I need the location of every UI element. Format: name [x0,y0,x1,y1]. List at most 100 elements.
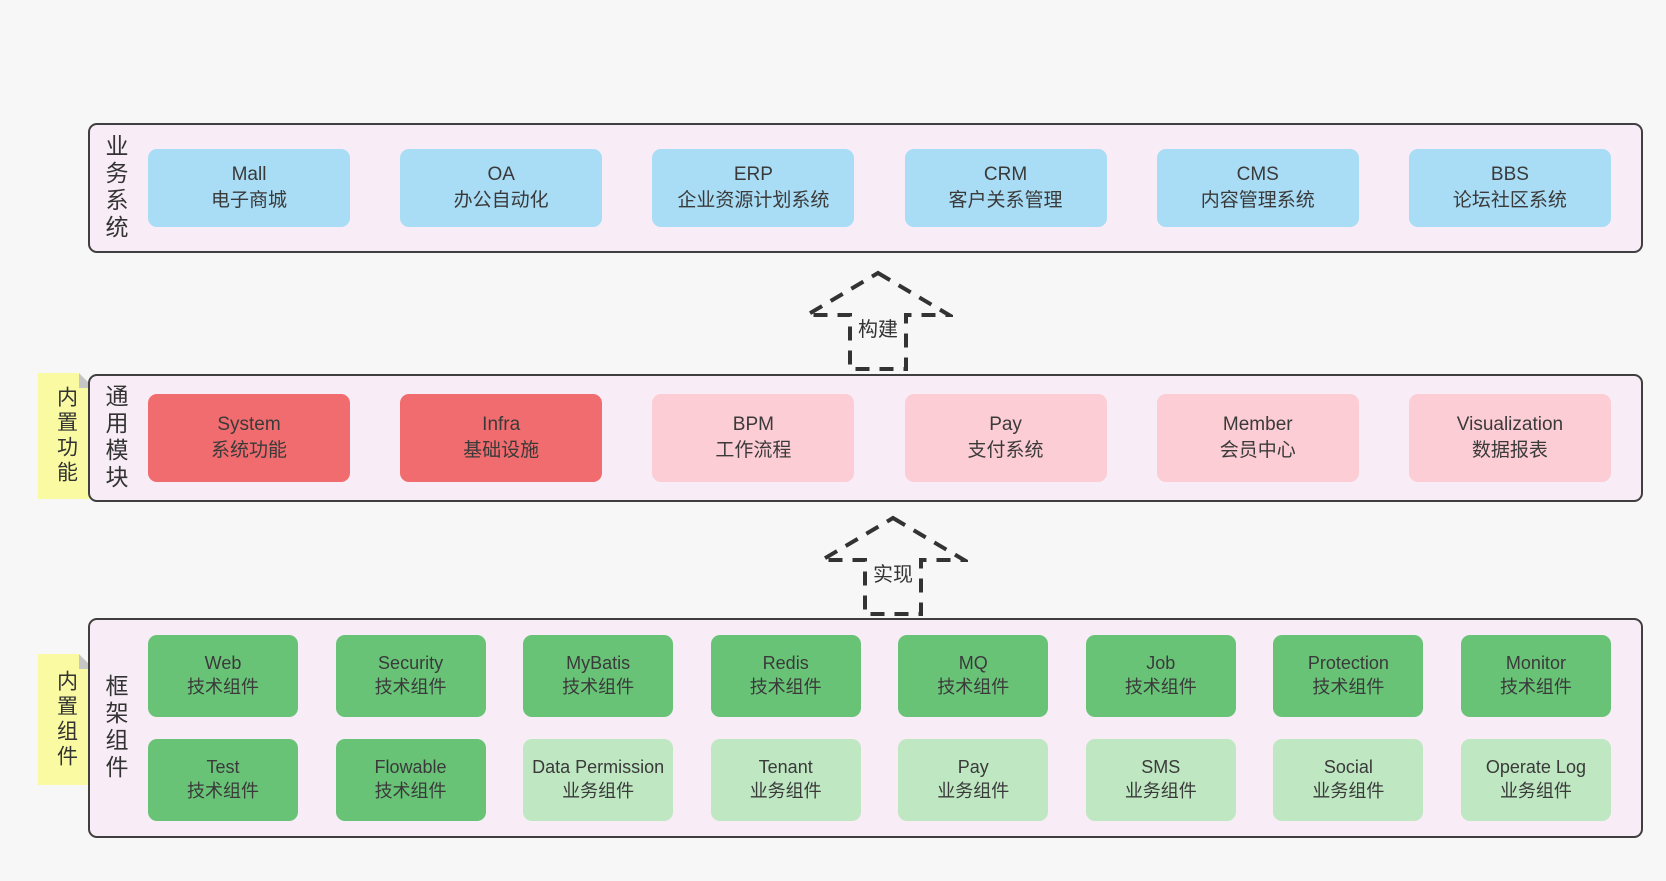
box-member: Member 会员中心 [1156,394,1359,482]
box-subtitle: 业务组件 [1499,781,1572,801]
box-system: System 系统功能 [148,394,350,482]
box-title: CMS [1236,163,1279,185]
box-title: Member [1222,413,1293,435]
box-title: Operate Log [1485,757,1586,778]
box-subtitle: 业务组件 [1124,781,1197,801]
box-cms: CMS 内容管理系统 [1156,149,1359,227]
note-label: 内置功能 [54,386,78,486]
business-box-row: Mall 电子商城 OA 办公自动化 ERP 企业资源计划系统 CRM 客户关系… [148,149,1611,227]
box-title: Web [204,653,242,674]
box-title: Pay [989,413,1022,435]
arrow-build: 构建 [803,269,953,373]
box-subtitle: 内容管理系统 [1200,190,1315,211]
box-subtitle: 办公自动化 [453,190,549,211]
box-visualization: Visualization 数据报表 [1408,394,1611,482]
box-security: Security 技术组件 [335,635,486,717]
box-title: ERP [733,163,773,185]
box-social: Social 业务组件 [1273,739,1424,821]
box-title: Mall [231,163,267,185]
box-title: MyBatis [566,653,631,674]
box-title: Flowable [374,757,447,778]
box-title: BBS [1490,163,1529,185]
box-subtitle: 技术组件 [1499,677,1572,697]
box-operate-log: Operate Log 业务组件 [1460,739,1611,821]
box-title: Security [378,653,444,674]
layer-label: 业务系统 [102,134,128,242]
box-data-permission: Data Permission 业务组件 [523,739,674,821]
box-title: Social [1323,757,1373,778]
box-flowable: Flowable 技术组件 [335,739,486,821]
box-infra: Infra 基础设施 [400,394,603,482]
box-subtitle: 基础设施 [463,440,540,461]
box-title: Pay [957,757,989,778]
box-subtitle: 业务组件 [749,781,822,801]
layer-label: 通用模块 [102,384,128,492]
box-subtitle: 技术组件 [1312,677,1385,697]
box-subtitle: 技术组件 [374,677,447,697]
box-sms: SMS 业务组件 [1085,739,1236,821]
box-pay-module: Pay 支付系统 [904,394,1107,482]
note-built-in-features: 内置功能 [38,373,94,499]
box-mq: MQ 技术组件 [898,635,1049,717]
module-box-row: System 系统功能 Infra 基础设施 BPM 工作流程 Pay 支付系统… [148,394,1611,482]
box-subtitle: 客户关系管理 [948,190,1063,211]
box-title: Monitor [1505,653,1566,674]
box-subtitle: 企业资源计划系统 [677,190,830,211]
box-title: Data Permission [532,757,665,778]
box-mall: Mall 电子商城 [148,149,350,227]
note-fold-corner-icon [79,654,94,669]
up-arrow-icon [803,270,953,371]
box-subtitle: 业务组件 [562,781,635,801]
note-label: 内置组件 [54,669,78,770]
box-title: SMS [1141,757,1181,778]
box-title: Redis [762,653,809,674]
box-subtitle: 技术组件 [562,677,635,697]
box-subtitle: 电子商城 [210,190,287,211]
box-redis: Redis 技术组件 [710,635,861,717]
arrow-build-label: 构建 [854,313,902,342]
box-subtitle: 技术组件 [1124,677,1197,697]
box-oa: OA 办公自动化 [400,149,603,227]
box-title: MQ [958,653,988,674]
box-title: Visualization [1456,413,1564,435]
layer-framework-components: 内置组件 框架组件 Web 技术组件 Security 技术组件 MyBatis… [88,618,1643,838]
arrow-implement: 实现 [818,514,968,618]
box-subtitle: 系统功能 [210,440,287,461]
box-test: Test 技术组件 [148,739,298,821]
box-erp: ERP 企业资源计划系统 [652,149,855,227]
box-subtitle: 业务组件 [1312,781,1385,801]
box-subtitle: 支付系统 [967,440,1044,461]
box-title: OA [487,163,515,185]
up-arrow-icon [818,515,968,616]
box-title: Infra [482,413,521,435]
box-subtitle: 业务组件 [937,781,1010,801]
box-crm: CRM 客户关系管理 [904,149,1107,227]
box-title: CRM [983,163,1028,185]
box-bbs: BBS 论坛社区系统 [1408,149,1611,227]
box-subtitle: 会员中心 [1219,440,1296,461]
box-subtitle: 技术组件 [187,677,259,697]
box-subtitle: 数据报表 [1471,440,1548,461]
box-tenant: Tenant 业务组件 [710,739,861,821]
layer-common-modules: 内置功能 通用模块 System 系统功能 Infra 基础设施 BPM 工作流… [88,374,1643,502]
box-job: Job 技术组件 [1085,635,1236,717]
box-title: Tenant [758,757,813,778]
box-subtitle: 技术组件 [374,781,447,801]
component-row-1: Web 技术组件 Security 技术组件 MyBatis 技术组件 Redi… [148,635,1611,717]
box-mybatis: MyBatis 技术组件 [523,635,674,717]
box-subtitle: 工作流程 [715,440,792,461]
box-title: Test [206,757,240,778]
box-title: Protection [1307,653,1389,674]
box-subtitle: 技术组件 [937,677,1010,697]
component-row-2: Test 技术组件 Flowable 技术组件 Data Permission … [148,739,1611,821]
box-title: System [217,413,281,435]
box-title: BPM [732,413,774,435]
layer-business-systems: 业务系统 Mall 电子商城 OA 办公自动化 ERP 企业资源计划系统 CRM… [88,123,1643,253]
note-fold-corner-icon [79,373,94,388]
layer-label: 框架组件 [102,674,128,782]
box-subtitle: 论坛社区系统 [1452,190,1567,211]
box-protection: Protection 技术组件 [1273,635,1424,717]
box-pay-component: Pay 业务组件 [898,739,1049,821]
box-title: Job [1146,653,1176,674]
